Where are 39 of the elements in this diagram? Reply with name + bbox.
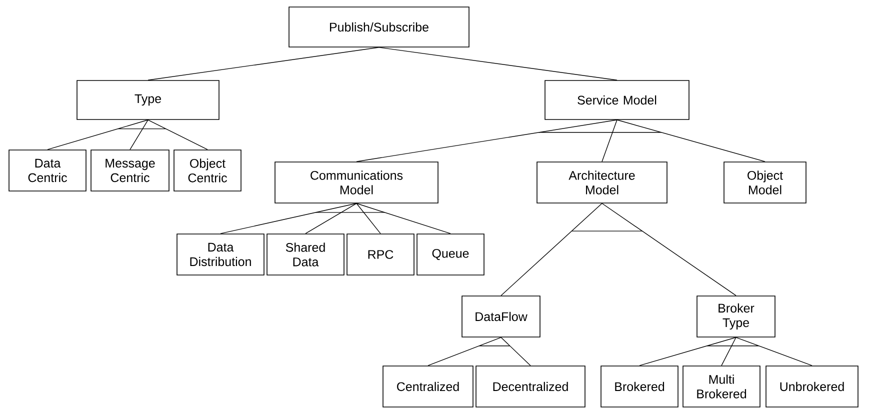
connector-line [356, 203, 381, 234]
tree-box: Object Model [724, 162, 806, 204]
connector-line [721, 337, 736, 366]
connector-line [428, 337, 502, 366]
connector-line [602, 120, 618, 162]
tree-box: Multi Brokered [682, 366, 760, 408]
tree-box: DataFlow [462, 296, 540, 338]
tree-box: Shared Data [266, 234, 344, 276]
tree-box: Data Distribution [176, 234, 264, 276]
tree-box: Brokered [600, 366, 678, 408]
tree-box: Decentralized [476, 366, 586, 408]
connector-line [356, 203, 451, 234]
tree-box: Centralized [382, 366, 474, 408]
connector-line [602, 203, 736, 296]
tree-box: Object Centric [174, 150, 242, 192]
connector-line [378, 47, 618, 80]
connector-line [616, 120, 766, 162]
tree-box: Publish/Subscribe [288, 6, 470, 48]
connector-line [639, 337, 736, 366]
tree-box: Communications Model [274, 162, 438, 204]
connector-line [47, 120, 148, 150]
connector-line [356, 120, 618, 162]
connector-line [500, 337, 531, 366]
connector-line [500, 203, 602, 296]
connector-line [130, 120, 148, 150]
tree-box: Data Centric [8, 150, 86, 192]
tree-box: Service Model [544, 80, 690, 120]
connector-line [148, 120, 208, 150]
tree-box: Architecture Model [536, 162, 668, 204]
connector-line [220, 203, 357, 234]
tree-box: Unbrokered [766, 366, 858, 408]
tree-box: Queue [416, 234, 484, 276]
tree-box: Broker Type [696, 296, 776, 338]
connector-line [148, 47, 380, 80]
tree-box: Type [76, 80, 220, 120]
connector-line [305, 203, 357, 234]
tree-box: RPC [346, 234, 414, 276]
connector-line [736, 337, 812, 366]
tree-box: Message Centric [90, 150, 170, 192]
